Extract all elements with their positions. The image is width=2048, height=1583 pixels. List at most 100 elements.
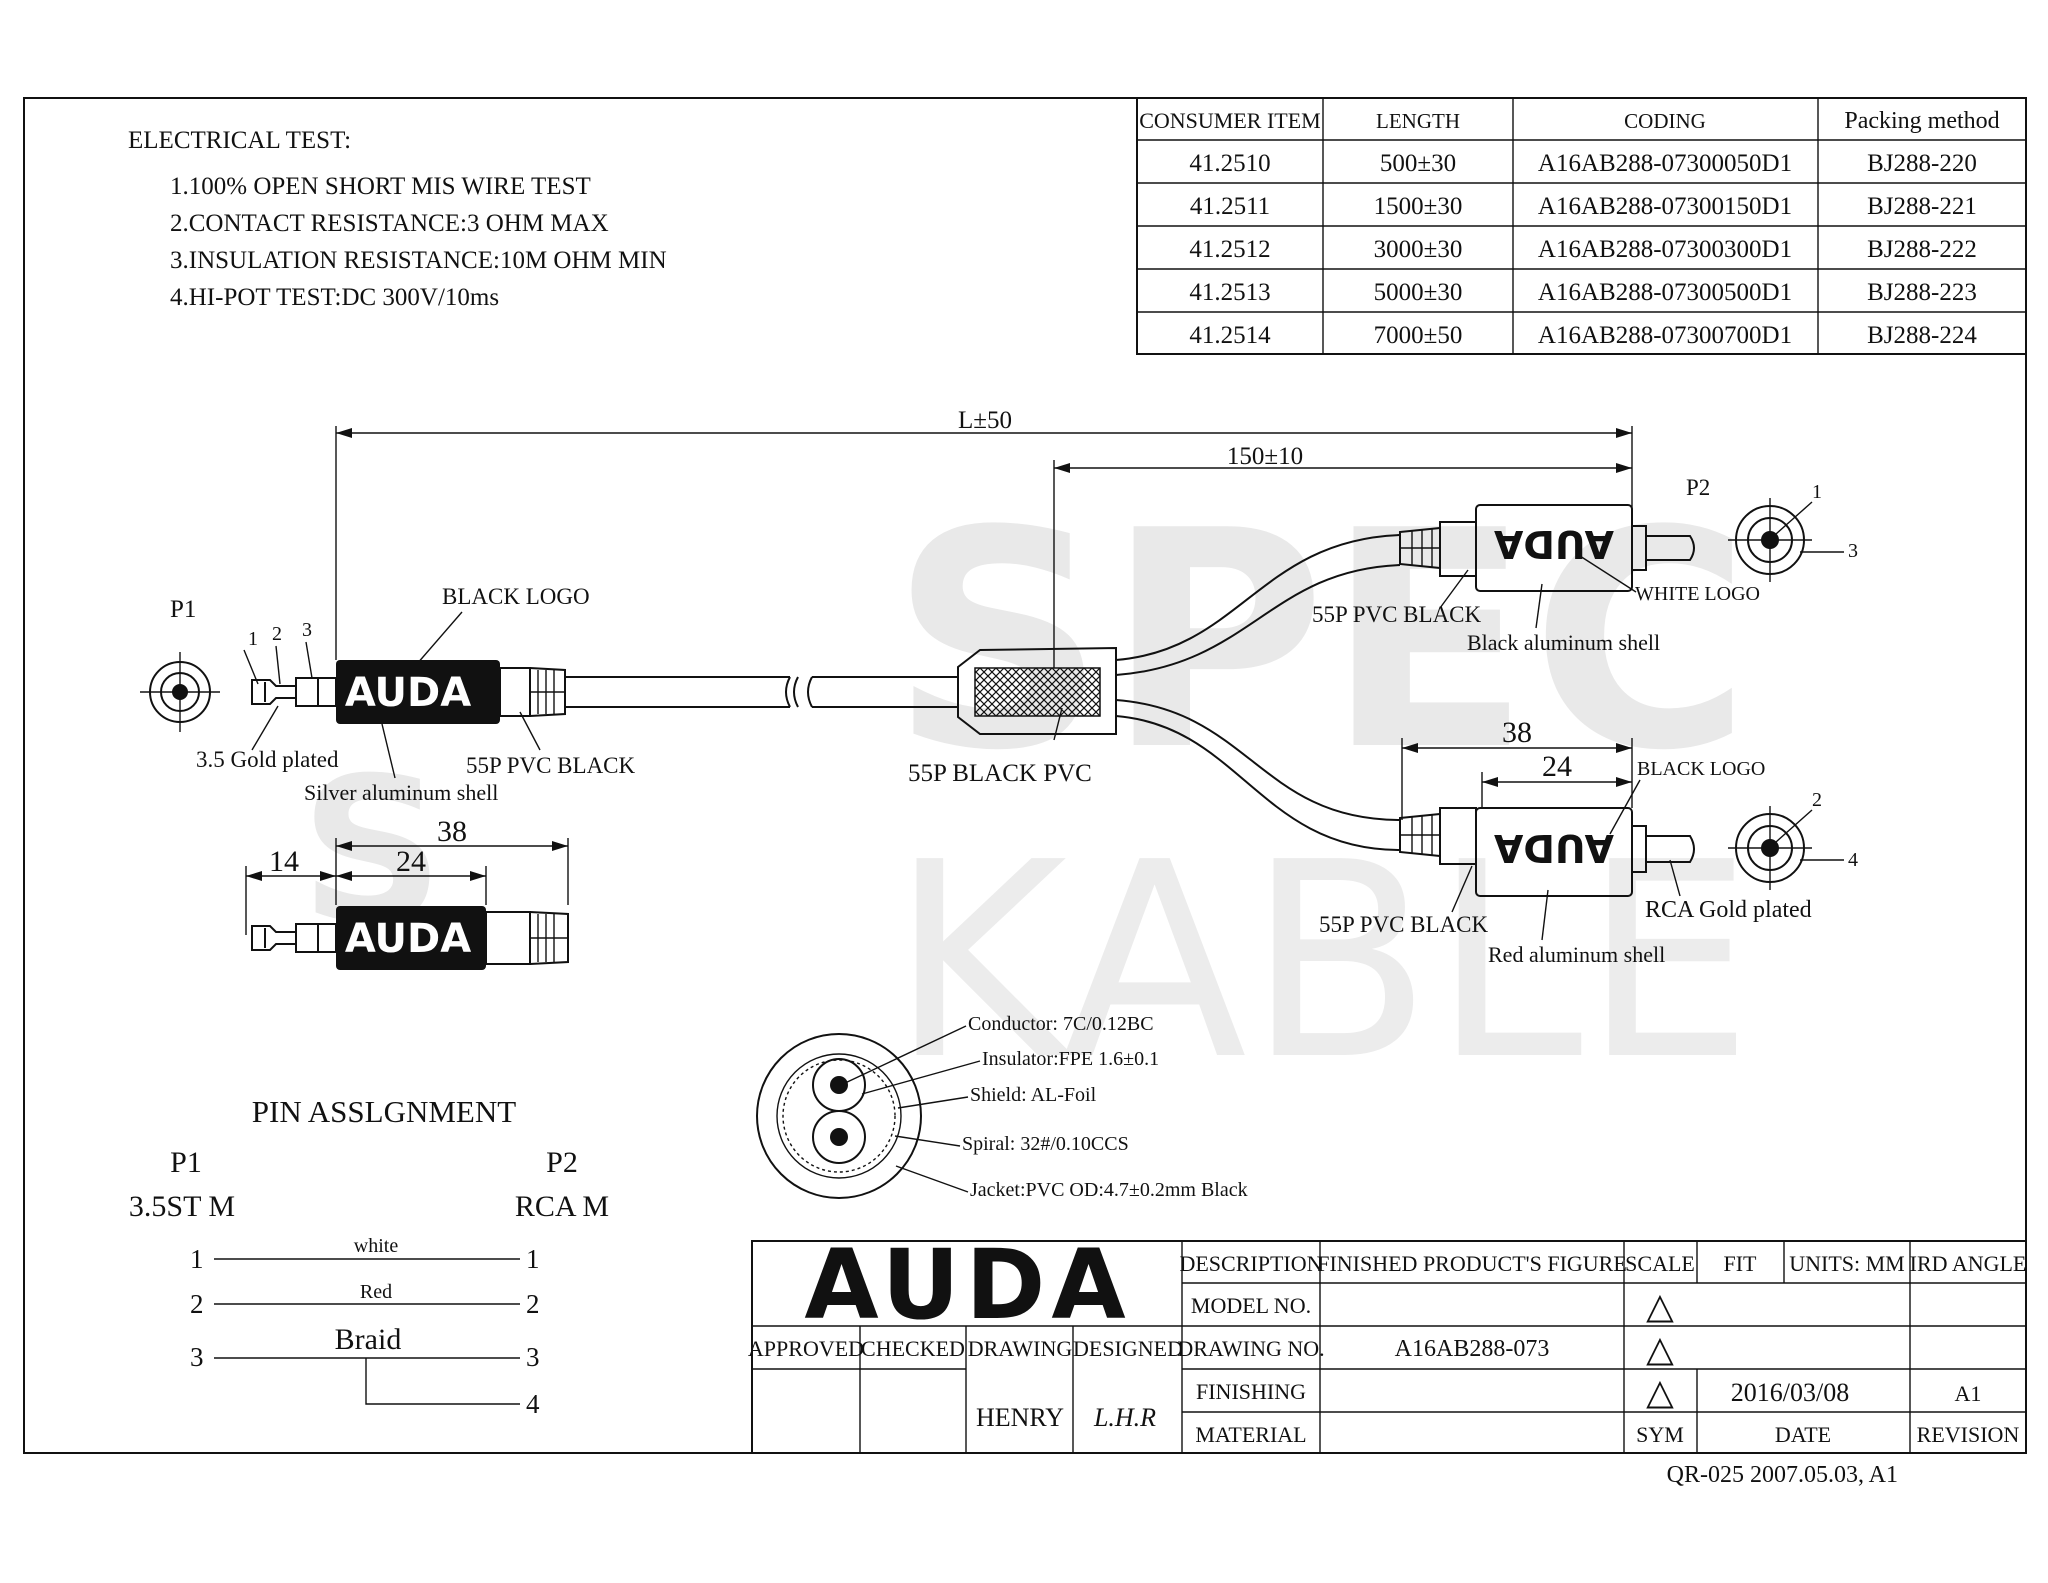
dimension-split: 150±10 bbox=[1053, 443, 1632, 668]
p1-logo: AUDA bbox=[345, 670, 471, 716]
delta-symbol: △ bbox=[1646, 1329, 1674, 1369]
pin-p2-type: RCA M bbox=[515, 1190, 609, 1223]
table-cell: A16AB288-07300300D1 bbox=[1538, 236, 1792, 263]
value-date: 2016/03/08 bbox=[1731, 1378, 1849, 1407]
p1-label: P1 bbox=[170, 596, 196, 623]
wire-white: white bbox=[354, 1235, 399, 1257]
wire-red: Red bbox=[360, 1281, 392, 1303]
left-pin-1: 1 bbox=[190, 1244, 204, 1274]
jacket-note: Jacket:PVC OD:4.7±0.2mm Black bbox=[970, 1179, 1248, 1201]
p2-bottom-pin-4: 4 bbox=[1848, 849, 1858, 871]
table-cell: 5000±30 bbox=[1374, 279, 1463, 306]
rca-bottom-pvc-note: 55P PVC BLACK bbox=[1319, 912, 1489, 937]
electrical-test-item: 1.100% OPEN SHORT MIS WIRE TEST bbox=[170, 173, 591, 200]
p1-pin-2: 2 bbox=[272, 623, 282, 645]
value-drawing-no: A16AB288-073 bbox=[1395, 1336, 1550, 1362]
p1-gold-note: 3.5 Gold plated bbox=[196, 747, 339, 772]
pin-assignment: PIN ASSLGNMENT P1 3.5ST M P2 RCA M 1 2 3… bbox=[129, 1094, 609, 1419]
label-model: MODEL NO. bbox=[1191, 1293, 1311, 1318]
electrical-test: ELECTRICAL TEST: 1.100% OPEN SHORT MIS W… bbox=[128, 127, 667, 311]
electrical-test-heading: ELECTRICAL TEST: bbox=[128, 127, 351, 154]
table-row: 41.2510 500±30 A16AB288-07300050D1 BJ288… bbox=[1189, 150, 1976, 177]
table-cell: 500±30 bbox=[1380, 150, 1456, 177]
table-cell: A16AB288-07300050D1 bbox=[1538, 150, 1792, 177]
label-units: UNITS: MM bbox=[1789, 1251, 1905, 1276]
watermark-line2: KABLE bbox=[890, 804, 1753, 1119]
delta-symbol: △ bbox=[1646, 1372, 1674, 1412]
white-logo-note: WHITE LOGO bbox=[1635, 583, 1760, 605]
label-material: MATERIAL bbox=[1195, 1422, 1306, 1447]
spec-table: CONSUMER ITEM LENGTH CODING Packing meth… bbox=[1136, 97, 2027, 355]
label-checked: CHECKED bbox=[861, 1336, 965, 1361]
cable-cross-section: Conductor: 7C/0.12BC Insulator:FPE 1.6±0… bbox=[756, 1013, 1248, 1201]
insulator-note: Insulator:FPE 1.6±0.1 bbox=[982, 1048, 1159, 1070]
table-cell: 1500±30 bbox=[1374, 193, 1463, 220]
label-approved: APPROVED bbox=[748, 1336, 864, 1361]
shield-note: Shield: AL-Foil bbox=[970, 1084, 1097, 1106]
p1-pvc-note: 55P PVC BLACK bbox=[466, 753, 636, 778]
pin-p2: P2 bbox=[546, 1146, 578, 1179]
p1-end-view: P1 bbox=[140, 596, 220, 732]
right-pin-4: 4 bbox=[526, 1389, 540, 1419]
p2-top-pin-3: 3 bbox=[1848, 540, 1858, 562]
right-pin-3: 3 bbox=[526, 1342, 540, 1372]
rca-top: AUDA P2 WHITE LOGO 55P PVC BLACK Black a… bbox=[1312, 475, 1760, 655]
table-cell: BJ288-220 bbox=[1867, 150, 1977, 177]
p1-dim-24: 24 bbox=[396, 845, 426, 878]
electrical-test-item: 4.HI-POT TEST:DC 300V/10ms bbox=[170, 284, 499, 311]
p2-top-end-view: 1 3 bbox=[1728, 481, 1858, 582]
electrical-test-item: 3.INSULATION RESISTANCE:10M OHM MIN bbox=[170, 247, 667, 274]
main-cable bbox=[565, 676, 958, 708]
splitter-note: 55P BLACK PVC bbox=[908, 760, 1092, 787]
rca-dim-38: 38 bbox=[1502, 716, 1532, 749]
label-designed: DESIGNED bbox=[1073, 1336, 1183, 1361]
p2-label: P2 bbox=[1686, 475, 1710, 500]
pin-assignment-title: PIN ASSLGNMENT bbox=[252, 1094, 516, 1129]
conductor-note: Conductor: 7C/0.12BC bbox=[968, 1013, 1154, 1035]
p1-dim-14: 14 bbox=[269, 845, 299, 878]
table-row: 41.2512 3000±30 A16AB288-07300300D1 BJ28… bbox=[1189, 236, 1976, 263]
p1-pin-3: 3 bbox=[302, 619, 312, 641]
pin-p1-type: 3.5ST M bbox=[129, 1190, 235, 1223]
table-row: 41.2514 7000±50 A16AB288-07300700D1 BJ28… bbox=[1189, 322, 1977, 349]
table-cell: 3000±30 bbox=[1374, 236, 1463, 263]
label-drawing-no: DRAWING NO. bbox=[1177, 1336, 1324, 1361]
table-row: 41.2513 5000±30 A16AB288-07300500D1 BJ28… bbox=[1189, 279, 1976, 306]
table-cell: BJ288-224 bbox=[1867, 322, 1977, 349]
rca-top-logo: AUDA bbox=[1493, 522, 1614, 566]
left-pin-2: 2 bbox=[190, 1289, 204, 1319]
label-scale: SCALE bbox=[1625, 1251, 1695, 1276]
table-cell: A16AB288-07300150D1 bbox=[1538, 193, 1792, 220]
value-revision: A1 bbox=[1955, 1381, 1982, 1406]
table-header-packing: Packing method bbox=[1844, 108, 1999, 134]
table-cell: BJ288-223 bbox=[1867, 279, 1977, 306]
electrical-test-item: 2.CONTACT RESISTANCE:3 OHM MAX bbox=[170, 210, 609, 237]
rca-black-logo-note: BLACK LOGO bbox=[1637, 758, 1765, 780]
rca-bottom: 38 24 AUDA BLACK LOGO 55P PVC BLACK RCA … bbox=[1319, 716, 1812, 967]
label-description: DESCRIPTION bbox=[1179, 1251, 1322, 1276]
label-sym: SYM bbox=[1636, 1422, 1684, 1447]
p2-bottom-end-view: 2 4 bbox=[1728, 789, 1858, 890]
title-block: AUDA DESCRIPTION FINISHED PRODUCT'S FIGU… bbox=[748, 1229, 2027, 1454]
table-cell: 41.2514 bbox=[1189, 322, 1271, 349]
table-cell: 41.2510 bbox=[1189, 150, 1270, 177]
splitter: 55P BLACK PVC bbox=[908, 646, 1117, 787]
table-row: 41.2511 1500±30 A16AB288-07300150D1 BJ28… bbox=[1190, 193, 1977, 220]
p2-bottom-pin-2: 2 bbox=[1812, 789, 1822, 811]
p1-side-view: 38 24 14 AUDA bbox=[245, 815, 569, 970]
table-header-item: CONSUMER ITEM bbox=[1139, 108, 1321, 133]
p1-pin-1: 1 bbox=[248, 628, 258, 650]
delta-symbol: △ bbox=[1646, 1286, 1674, 1326]
spiral-note: Spiral: 32#/0.10CCS bbox=[962, 1133, 1129, 1155]
branch-wires bbox=[1115, 534, 1401, 851]
footer-code: QR-025 2007.05.03, A1 bbox=[1667, 1462, 1898, 1488]
label-date: DATE bbox=[1775, 1422, 1831, 1447]
left-pin-3: 3 bbox=[190, 1342, 204, 1372]
dim-total-label: L±50 bbox=[958, 407, 1012, 434]
table-cell: BJ288-221 bbox=[1867, 193, 1977, 220]
black-shell-note: Black aluminum shell bbox=[1467, 630, 1660, 655]
table-cell: 7000±50 bbox=[1374, 322, 1463, 349]
table-cell: 41.2512 bbox=[1189, 236, 1270, 263]
